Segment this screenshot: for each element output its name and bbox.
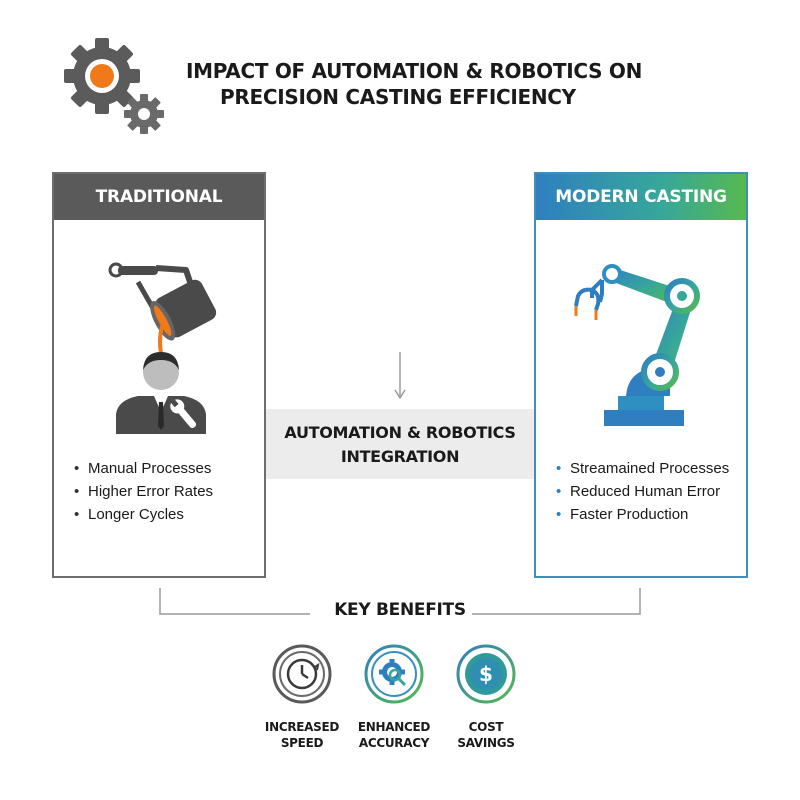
clock-icon xyxy=(272,644,332,704)
benefit-label-line-2: ACCURACY xyxy=(358,736,430,750)
benefit-label-line-2: SPEED xyxy=(280,736,324,750)
title-line-2: PRECISION CASTING EFFICIENCY xyxy=(220,85,576,109)
benefit-enhanced-accuracy: ENHANCED ACCURACY xyxy=(344,643,444,751)
gears-icon xyxy=(64,38,164,134)
title-line-1: IMPACT OF AUTOMATION & ROBOTICS ON xyxy=(186,59,643,83)
list-item: •Reduced Human Error xyxy=(556,483,721,500)
list-item: •Faster Production xyxy=(556,506,689,523)
integration-line-2: INTEGRATION xyxy=(340,447,460,466)
list-item: •Streamained Processes xyxy=(556,460,730,477)
benefits-bracket xyxy=(159,588,641,615)
integration-line-1: AUTOMATION & ROBOTICS xyxy=(284,423,516,442)
benefit-label-line-1: INCREASED xyxy=(264,720,340,734)
key-benefits-heading: KEY BENEFITS xyxy=(334,600,466,620)
robotic-arm-icon xyxy=(574,264,700,426)
page-title: IMPACT OF AUTOMATION & ROBOTICS ON PRECI… xyxy=(186,58,656,110)
arrow-down-icon xyxy=(394,352,406,400)
dollar-coin-icon: $ xyxy=(456,644,516,704)
modern-casting-panel: MODERN CASTING xyxy=(534,172,748,578)
integration-label: AUTOMATION & ROBOTICS INTEGRATION xyxy=(266,421,534,469)
benefit-cost-savings: $ COST SAVINGS xyxy=(436,643,536,751)
ladle-pouring-icon xyxy=(108,262,217,359)
traditional-casting-heading: TRADITIONAL CASTING xyxy=(54,174,264,253)
modern-casting-heading: MODERN CASTING xyxy=(536,174,746,220)
traditional-casting-panel: TRADITIONAL CASTING xyxy=(52,172,266,578)
benefit-label-line-1: ENHANCED xyxy=(357,720,431,734)
benefit-label-line-2: SAVINGS xyxy=(457,736,515,750)
modern-bullets: •Streamained Processes •Reduced Human Er… xyxy=(556,457,729,526)
list-item: •Longer Cycles xyxy=(74,506,184,523)
integration-band xyxy=(266,409,534,479)
list-item: •Higher Error Rates xyxy=(74,483,214,500)
gear-magnifier-icon xyxy=(364,644,424,704)
benefit-increased-speed: INCREASED SPEED xyxy=(252,643,352,751)
benefit-label-line-1: COST xyxy=(468,720,504,734)
traditional-bullets: •Manual Processes •Higher Error Rates •L… xyxy=(74,457,213,526)
list-item: •Manual Processes xyxy=(74,460,212,477)
worker-with-wrench-icon xyxy=(116,352,206,434)
svg-text:$: $ xyxy=(479,662,493,686)
